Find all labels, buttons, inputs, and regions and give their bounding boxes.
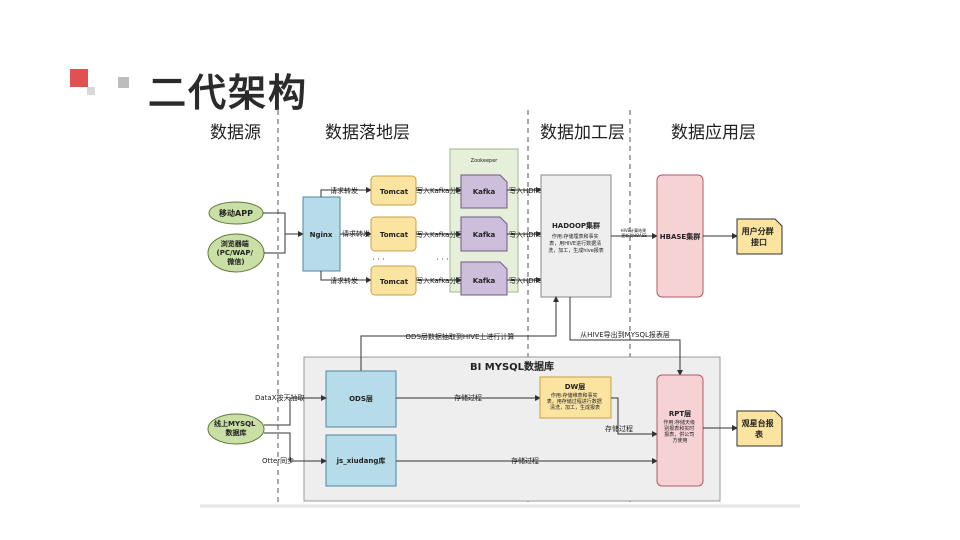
kafka-node-2: [460, 216, 508, 252]
grey-square-icon: [87, 87, 95, 95]
online-mysql-label: 线上MYSQL 数据库: [214, 419, 258, 437]
js-xiudang-label: js_xiudang库: [336, 456, 386, 465]
layer-separators: [277, 110, 631, 505]
kafka-dots: · · ·: [436, 255, 449, 264]
hadoop-to-hbase-line1: HIVE计算结果: [621, 227, 646, 233]
stored-proc-3: 存储过程: [511, 456, 539, 465]
user-group-label: 用户分群 接口: [741, 226, 777, 247]
request-forward-1: 请求转发: [330, 186, 358, 195]
rpt-desc-line2: 别报表和实时: [664, 425, 694, 432]
request-forward-3: 请求转发: [330, 276, 358, 285]
hadoop-desc-line3: 洗，加工，生成hive报表: [548, 247, 604, 254]
small-grey-square-icon: [118, 77, 129, 88]
write-hdfs-3: 写入HDFS: [509, 277, 543, 285]
hadoop-to-hbase-label: HIVE计算结果 更新到HBASE: [621, 227, 648, 238]
datax-label: DataX按天抽取: [255, 393, 305, 402]
browser-label: 浏览器端 (PC/WAP/ 微信): [217, 239, 256, 266]
kafka-node-1: [460, 174, 508, 209]
write-hdfs-1: 写入HDFS: [509, 187, 543, 195]
rpt-desc-line4: 方使用: [672, 437, 687, 444]
dashboard-line2: 表: [754, 429, 764, 439]
browser-label-line2: (PC/WAP/: [217, 249, 254, 257]
hadoop-desc: 作用:存储埋表和事实 表，用HIVE进行数据清 洗，加工，生成hive报表: [548, 233, 604, 254]
tomcat-dots: · · ·: [372, 255, 385, 264]
ods-node: [325, 370, 397, 428]
hadoop-node: [540, 174, 612, 298]
write-hdfs-2: 写入HDFS: [509, 231, 543, 239]
layer-header-processing: 数据加工层: [540, 123, 625, 143]
dw-desc-line3: 清洗，加工，生成报表: [550, 404, 600, 411]
write-kafka-2: 写入Kafka分区: [416, 230, 463, 239]
user-group-line1: 用户分群: [741, 226, 774, 236]
rpt-desc: 作用:存储天级 别报表和实时 报表，供公司 方使用: [663, 419, 696, 444]
tomcat-label-1: Tomcat: [380, 188, 409, 196]
nginx-node: [302, 196, 341, 272]
hadoop-desc-line1: 作用:存储埋表和事实: [552, 233, 599, 240]
hbase-label: HBASE集群: [660, 232, 700, 241]
dw-desc-line1: 作用:存储维表和事实: [551, 392, 598, 399]
dw-title: DW层: [565, 382, 586, 391]
dw-node: [539, 376, 612, 419]
hive-to-mysql-label: 从HIVE导出到MYSQL报表层: [580, 330, 670, 339]
kafka-label-3: Kafka: [473, 277, 496, 285]
write-kafka-3: 写入Kafka分区: [416, 276, 463, 285]
request-forward-2: 请求转发: [342, 229, 370, 238]
online-mysql-node: [207, 413, 265, 445]
user-group-node: [736, 218, 783, 255]
stored-proc-2: 存储过程: [605, 424, 633, 433]
js-xiudang-node: [325, 434, 397, 487]
browser-label-line3: 微信): [226, 257, 244, 266]
bi-mysql-label: BI MYSQL数据库: [470, 360, 554, 373]
kafka-node-3: [460, 261, 508, 296]
layer-header-source: 数据源: [210, 123, 261, 143]
rpt-desc-line1: 作用:存储天级: [663, 419, 695, 426]
ods-label: ODS层: [349, 394, 373, 403]
rpt-desc-line3: 报表，供公司: [664, 431, 694, 438]
online-mysql-line2: 数据库: [226, 428, 247, 437]
dashboard-label: 观星台报 表: [742, 418, 777, 439]
stored-proc-1: 存储过程: [454, 393, 482, 402]
dw-desc: 作用:存储维表和事实 表，用存储过程进行数据 清洗，加工，生成报表: [547, 392, 604, 411]
mobile-app-label: 移动APP: [219, 208, 253, 218]
dashboard-line1: 观星台报: [742, 418, 774, 428]
write-kafka-1: 写入Kafka分区: [416, 186, 463, 195]
zookeeper-label: Zookeeper: [471, 158, 499, 164]
red-square-icon: [70, 69, 88, 87]
nginx-label: Nginx: [310, 231, 333, 239]
layer-header-landing: 数据落地层: [325, 123, 410, 143]
hadoop-to-hbase-line2: 更新到HBASE: [621, 232, 647, 238]
hadoop-desc-line2: 表，用HIVE进行数据清: [549, 240, 601, 247]
otter-label: Otter同步: [262, 457, 294, 465]
kafka-label-2: Kafka: [473, 231, 496, 239]
rpt-node: [656, 374, 704, 487]
tomcat-label-3: Tomcat: [380, 278, 409, 286]
ods-to-hive-label: ODS层数据抽取到HIVE上进行计算: [406, 332, 515, 341]
page-title: 二代架构: [148, 71, 309, 115]
dw-desc-line2: 表，用存储过程进行数据: [547, 398, 602, 405]
rpt-title: RPT层: [669, 409, 691, 418]
layer-header-application: 数据应用层: [671, 123, 756, 143]
online-mysql-line1: 线上MYSQL: [214, 419, 256, 428]
dashboard-node: [736, 410, 783, 447]
user-group-line2: 接口: [751, 237, 767, 247]
hadoop-title: HADOOP集群: [552, 221, 600, 230]
tomcat-label-2: Tomcat: [380, 231, 409, 239]
kafka-label-1: Kafka: [473, 188, 496, 196]
browser-label-line1: 浏览器端: [221, 239, 249, 248]
